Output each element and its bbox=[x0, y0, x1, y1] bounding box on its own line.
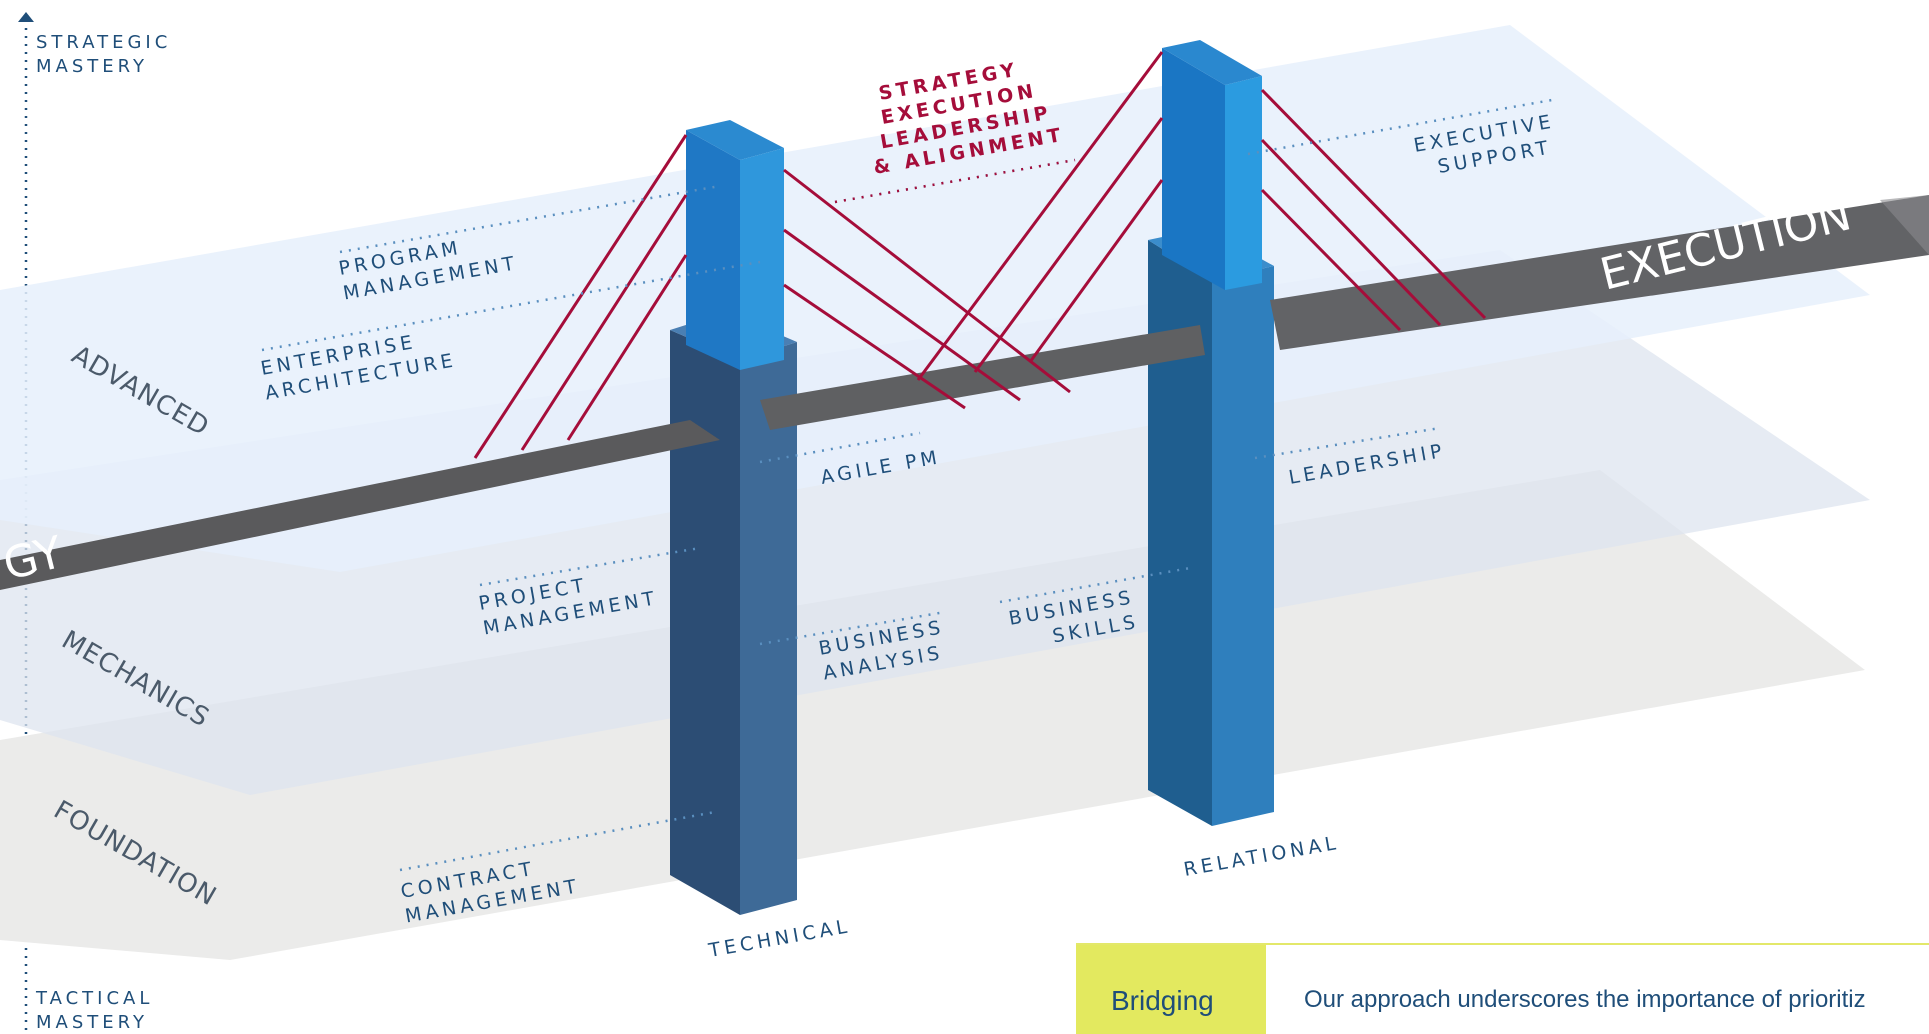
axis-top-line1: STRATEGIC bbox=[36, 32, 171, 53]
pillar-label-technical: TECHNICAL bbox=[706, 915, 852, 962]
axis-bottom-line2: MASTERY bbox=[36, 1012, 148, 1032]
leader-lines bbox=[261, 98, 1553, 872]
bridging-callout: Bridging Our approach underscores the im… bbox=[1076, 943, 1929, 1034]
suspension-cables bbox=[473, 51, 1487, 459]
mechanics-plane bbox=[0, 250, 1870, 795]
callout-text: Our approach underscores the importance … bbox=[1304, 986, 1866, 1013]
axis-arrow-up-icon bbox=[18, 12, 34, 22]
callout-tag-text: Bridging bbox=[1111, 985, 1214, 1016]
technical-pillar bbox=[670, 120, 797, 915]
axis-bottom-line1: TACTICAL bbox=[35, 988, 153, 1009]
foundation-plane bbox=[0, 470, 1865, 960]
relational-pillar bbox=[1148, 40, 1274, 826]
axis-top-line2: MASTERY bbox=[36, 56, 148, 77]
callout-tag: Bridging bbox=[1076, 945, 1266, 1034]
advanced-plane bbox=[0, 25, 1870, 572]
pillar-label-relational: RELATIONAL bbox=[1182, 832, 1341, 881]
